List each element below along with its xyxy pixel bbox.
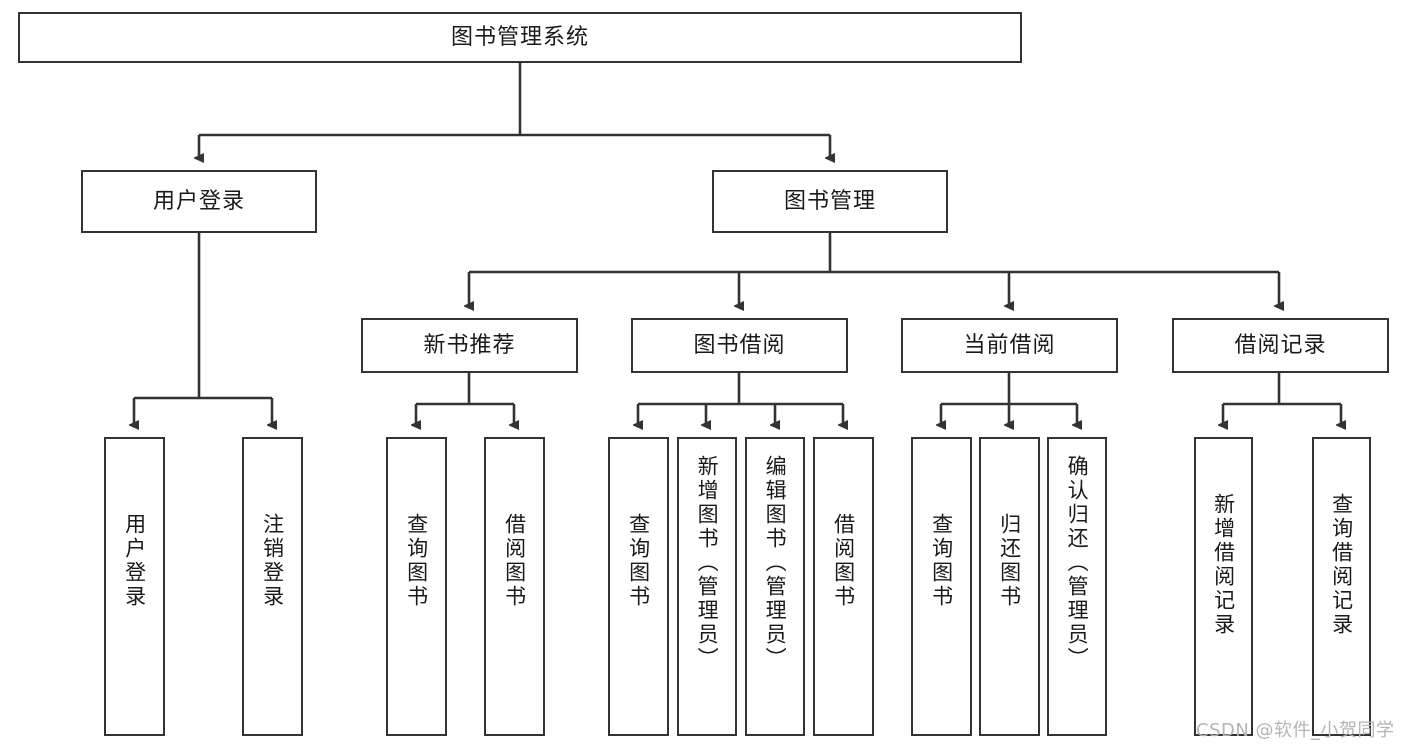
- node-leaf-edit-book-admin[interactable]: 编辑图书（管理员）: [745, 437, 805, 736]
- node-label: 归还图书: [997, 513, 1022, 609]
- csdn-watermark: CSDN @软件_小贺同学: [1196, 720, 1395, 741]
- node-leaf-borrow-book-recommend[interactable]: 借阅图书: [484, 437, 545, 736]
- node-label: 查询图书: [626, 513, 651, 609]
- node-label: 图书管理系统: [450, 24, 589, 50]
- node-leaf-query-book-recommend[interactable]: 查询图书: [386, 437, 447, 736]
- node-label: 图书借阅: [693, 332, 786, 358]
- node-book-borrow[interactable]: 图书借阅: [631, 318, 848, 373]
- node-label: 新增图书（管理员）: [695, 455, 720, 671]
- node-label: 用户登录: [152, 188, 245, 214]
- node-label: 当前借阅: [963, 332, 1056, 358]
- node-label: 借阅图书: [502, 513, 527, 609]
- node-leaf-borrow-book[interactable]: 借阅图书: [813, 437, 874, 736]
- node-label: 编辑图书（管理员）: [763, 455, 788, 671]
- node-label: 借阅图书: [831, 513, 856, 609]
- node-leaf-add-book-admin[interactable]: 新增图书（管理员）: [677, 437, 737, 736]
- node-new-book-recommend[interactable]: 新书推荐: [361, 318, 578, 373]
- node-current-borrow[interactable]: 当前借阅: [901, 318, 1118, 373]
- node-label: 借阅记录: [1234, 332, 1327, 358]
- node-label: 查询图书: [929, 513, 954, 609]
- node-leaf-return-book[interactable]: 归还图书: [979, 437, 1040, 736]
- node-leaf-query-book-current[interactable]: 查询图书: [911, 437, 972, 736]
- node-book-management[interactable]: 图书管理: [712, 170, 948, 233]
- node-leaf-user-login[interactable]: 用户登录: [104, 437, 165, 736]
- node-leaf-add-borrow-record[interactable]: 新增借阅记录: [1194, 437, 1253, 736]
- node-label: 新增借阅记录: [1211, 493, 1236, 637]
- node-root-book-management-system[interactable]: 图书管理系统: [18, 12, 1022, 63]
- node-label: 查询图书: [404, 513, 429, 609]
- node-leaf-query-book-borrow[interactable]: 查询图书: [608, 437, 669, 736]
- node-leaf-logout[interactable]: 注销登录: [242, 437, 303, 736]
- node-label: 图书管理: [783, 188, 876, 214]
- node-leaf-confirm-return-admin[interactable]: 确认归还（管理员）: [1047, 437, 1107, 736]
- node-label: 确认归还（管理员）: [1065, 455, 1090, 671]
- node-label: 新书推荐: [423, 332, 516, 358]
- node-label: 用户登录: [122, 513, 147, 609]
- node-borrow-record[interactable]: 借阅记录: [1172, 318, 1389, 373]
- node-leaf-query-borrow-record[interactable]: 查询借阅记录: [1312, 437, 1371, 736]
- node-label: 查询借阅记录: [1329, 493, 1354, 637]
- node-user-login[interactable]: 用户登录: [81, 170, 317, 233]
- node-label: 注销登录: [260, 513, 285, 609]
